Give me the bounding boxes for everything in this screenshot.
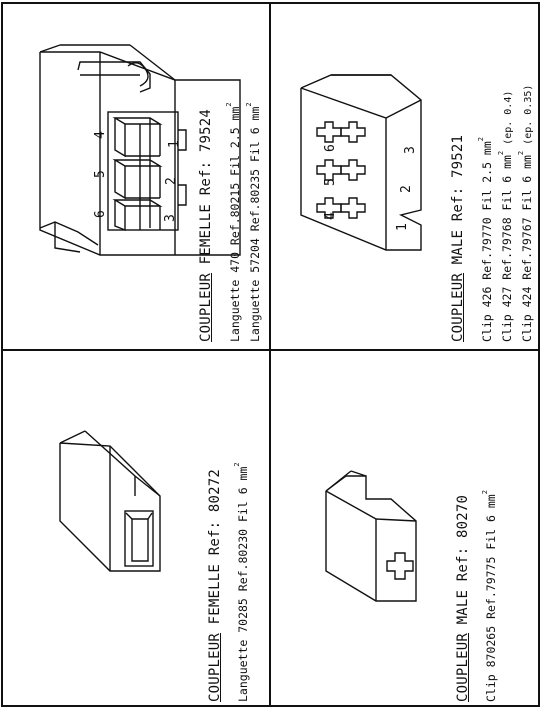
male-6way-spec-line-2: Clip 427 Ref.79768 Fil 6 mm2 (ep. 0.4) — [497, 90, 514, 342]
male-6way-title-prefix: COUPLEUR — [450, 272, 466, 342]
vertical-divider — [269, 2, 271, 707]
female-6way-spec-2-unit-exp: 2 — [245, 102, 253, 107]
horizontal-divider — [1, 349, 540, 351]
pin-label-4: 4 — [323, 212, 338, 220]
female-6way-spec-1-text: Languette 470 Ref.80215 Fil 2.5 mm — [228, 106, 242, 342]
male-1way-connector-drawing — [325, 470, 417, 602]
male-6way-spec-2-note: (ep. 0.4) — [503, 90, 514, 151]
male-6way-spec-line-1: Clip 426 Ref.79770 Fil 2.5 mm2 — [477, 136, 494, 342]
pin-label-6: 6 — [93, 210, 108, 218]
male-6way-title-rest: MALE Ref: 79521 — [450, 134, 466, 273]
female-1way-spec-1-text: Languette 70285 Ref.80230 Fil 6 mm — [236, 466, 250, 702]
male-6way-spec-3-note: (ep. 0.35) — [523, 84, 534, 151]
male-1way-title-rest: MALE Ref: 80270 — [455, 494, 471, 633]
female-1way-title-prefix: COUPLEUR — [207, 632, 223, 702]
pin-label-4: 4 — [93, 131, 108, 139]
pin-label-6: 6 — [323, 144, 338, 152]
male-6way-spec-3-text: Clip 424 Ref.79767 Fil 6 mm — [520, 155, 534, 342]
female-6way-title-prefix: COUPLEUR — [198, 272, 214, 342]
female-1way-connector-drawing — [59, 430, 161, 572]
female-1way-spec-1-unit-exp: 2 — [233, 462, 241, 467]
female-1way-title: COUPLEUR FEMELLE Ref: 80272 — [207, 469, 223, 702]
male-1way-spec-1-unit-exp: 2 — [481, 490, 489, 495]
male-6way-spec-1-text: Clip 426 Ref.79770 Fil 2.5 mm — [480, 141, 494, 342]
pin-label-1: 1 — [395, 223, 410, 231]
pin-label-3: 3 — [163, 214, 178, 222]
male-6way-title: COUPLEUR MALE Ref: 79521 — [450, 135, 466, 342]
male-6way-spec-3-unit-exp: 2 — [517, 150, 525, 156]
female-6way-spec-2-text: Languette 57204 Ref.80235 Fil 6 mm — [248, 106, 262, 342]
female-6way-spec-1-unit-exp: 2 — [225, 102, 233, 107]
male-6way-spec-line-3: Clip 424 Ref.79767 Fil 6 mm2 (ep. 0.35) — [517, 84, 534, 342]
male-1way-spec-1-text: Clip 870265 Ref.79775 Fil 6 mm — [484, 494, 498, 702]
male-1way-title: COUPLEUR MALE Ref: 80270 — [455, 495, 471, 702]
female-6way-title-rest: FEMELLE Ref: 79524 — [198, 109, 214, 273]
female-1way-spec-line-1: Languette 70285 Ref.80230 Fil 6 mm2 — [233, 462, 250, 702]
pin-label-5: 5 — [93, 170, 108, 178]
female-1way-title-rest: FEMELLE Ref: 80272 — [207, 469, 223, 633]
pin-label-3: 3 — [403, 146, 418, 154]
female-6way-connector-drawing: 4 5 6 1 2 3 — [39, 44, 241, 256]
male-6way-spec-2-unit-exp: 2 — [497, 150, 505, 156]
pin-label-2: 2 — [164, 177, 179, 185]
male-1way-title-prefix: COUPLEUR — [455, 632, 471, 702]
female-6way-spec-line-2: Languette 57204 Ref.80235 Fil 6 mm2 — [245, 102, 262, 342]
pin-label-1: 1 — [167, 140, 182, 148]
female-6way-title: COUPLEUR FEMELLE Ref: 79524 — [198, 109, 214, 342]
male-6way-connector-drawing: 6 5 4 3 2 1 — [300, 74, 422, 251]
pin-label-2: 2 — [399, 185, 414, 193]
male-6way-spec-2-text: Clip 427 Ref.79768 Fil 6 mm — [500, 155, 514, 342]
female-6way-spec-line-1: Languette 470 Ref.80215 Fil 2.5 mm2 — [225, 102, 242, 342]
male-1way-spec-line-1: Clip 870265 Ref.79775 Fil 6 mm2 — [481, 490, 498, 702]
pin-label-5: 5 — [323, 178, 338, 186]
male-6way-spec-1-unit-exp: 2 — [477, 136, 485, 142]
